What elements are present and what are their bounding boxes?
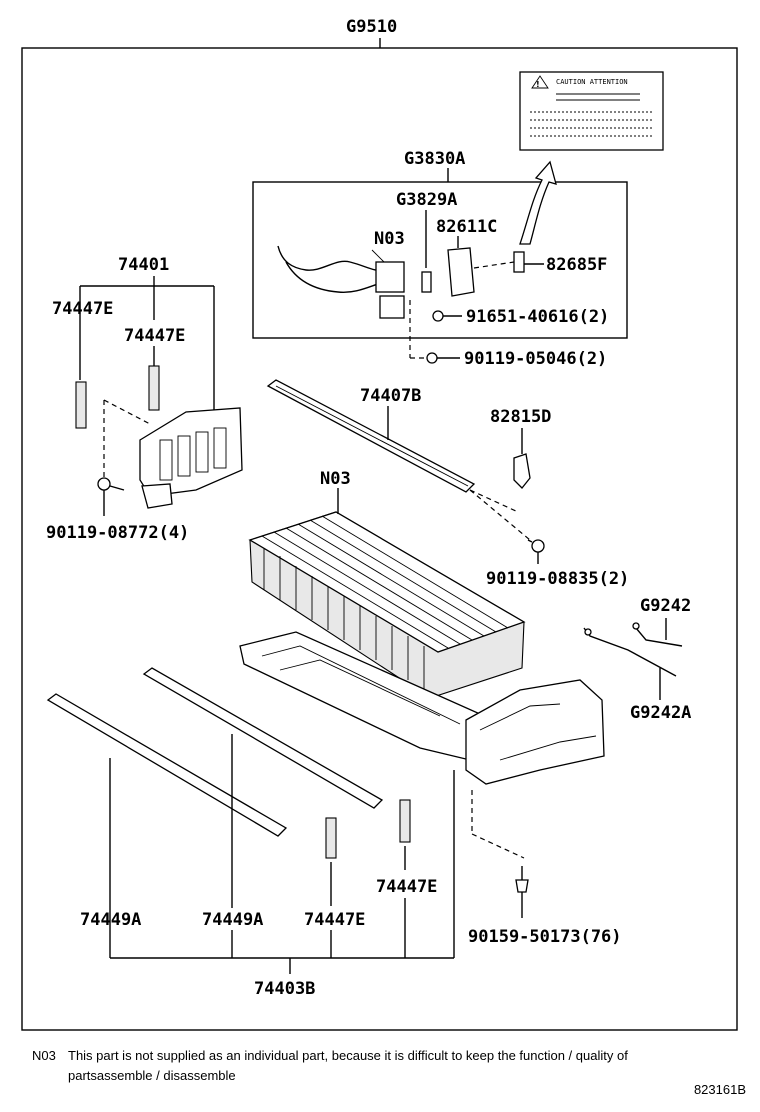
label-n03-mid: N03 <box>320 469 351 489</box>
rod-74447e-lower-left <box>325 817 337 859</box>
label-74449a-left: 74449A <box>80 910 141 930</box>
parts-diagram: ! CAUTION ATTENTION <box>21 17 738 1031</box>
relay-82611c <box>447 247 475 297</box>
label-arrow <box>519 160 557 245</box>
label-82685f: 82685F <box>546 255 607 275</box>
footnote-line1: This part is not supplied as an individu… <box>68 1048 628 1063</box>
label-74401: 74401 <box>118 255 169 275</box>
label-g9510: G9510 <box>346 17 397 37</box>
rod-74447e-mid <box>148 365 160 411</box>
footnote-line2: partsassemble / disassemble <box>68 1068 236 1083</box>
label-g9242: G9242 <box>640 596 691 616</box>
label-g3830a: G3830A <box>404 149 465 169</box>
footnote: N03 This part is not supplied as an indiv… <box>32 1046 752 1086</box>
rod-74447e-lower-right <box>399 799 411 843</box>
bolt-90119-08772 <box>97 477 125 516</box>
end-bracket-74401 <box>139 407 243 509</box>
label-74447e-upper-left: 74447E <box>52 299 113 319</box>
svg-text:!: ! <box>536 80 540 89</box>
battery-module-stack <box>248 511 526 699</box>
caution-label-sticker: ! CAUTION ATTENTION <box>519 71 664 151</box>
label-74447e-lower-right: 74447E <box>376 877 437 897</box>
front-end-bracket <box>465 679 605 785</box>
label-74447e-lower-left: 74447E <box>304 910 365 930</box>
label-91651-40616: 91651-40616(2) <box>466 307 609 327</box>
bar-74449a-left <box>46 693 288 837</box>
screw-90119-08835 <box>527 539 545 564</box>
wire-harness-top <box>277 245 405 319</box>
caution-label-title: CAUTION ATTENTION <box>556 78 628 86</box>
label-90119-08835: 90119-08835(2) <box>486 569 629 589</box>
label-74403b: 74403B <box>254 979 315 999</box>
footnote-code: N03 <box>32 1048 56 1063</box>
label-90119-08772: 90119-08772(4) <box>46 523 189 543</box>
fuse-82685f <box>513 251 525 273</box>
label-82815d: 82815D <box>490 407 551 427</box>
screw-90119-05046 <box>409 300 460 364</box>
label-74447e-upper-mid: 74447E <box>124 326 185 346</box>
label-90119-05046: 90119-05046(2) <box>464 349 607 369</box>
wire-g9242 <box>583 622 683 677</box>
label-82611c: 82611C <box>436 217 497 237</box>
screw-91651 <box>432 310 462 322</box>
figure-id: 823161B <box>693 1082 746 1097</box>
label-g3829a: G3829A <box>396 190 457 210</box>
label-90159-50173: 90159-50173(76) <box>468 927 622 947</box>
fuse-g3829a <box>421 271 432 293</box>
clip-82815d <box>513 453 531 489</box>
bar-74449a-right <box>142 667 384 809</box>
clip-90159 <box>515 866 529 918</box>
label-n03-top: N03 <box>374 229 405 249</box>
rod-74447e-left <box>75 381 87 429</box>
bar-74407b <box>266 379 476 493</box>
label-g9242a: G9242A <box>630 703 691 723</box>
label-74449a-right: 74449A <box>202 910 263 930</box>
subassembly-frame <box>252 181 628 339</box>
label-74407b: 74407B <box>360 386 421 406</box>
